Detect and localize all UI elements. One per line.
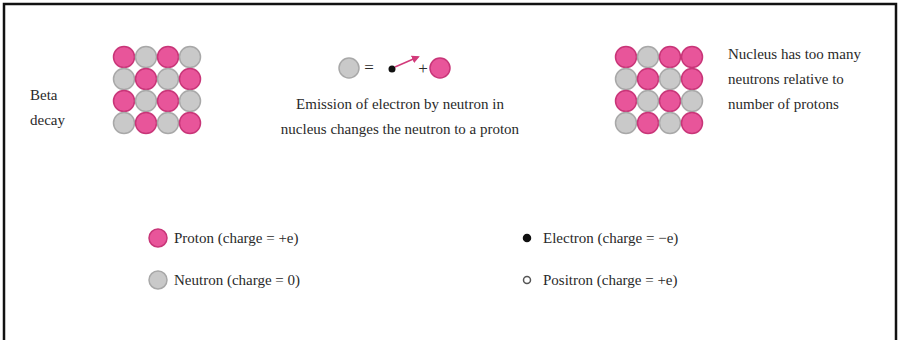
proton — [660, 47, 681, 68]
neutron — [339, 58, 359, 78]
neutron — [158, 69, 179, 90]
proton — [430, 58, 450, 78]
electron — [389, 66, 396, 73]
neutron — [114, 69, 135, 90]
neutron — [616, 113, 637, 134]
neutron — [616, 69, 637, 90]
equation-symbol: + — [416, 57, 430, 81]
proton — [136, 69, 157, 90]
proton — [660, 91, 681, 112]
neutron — [180, 47, 201, 68]
neutron — [158, 113, 179, 134]
proton — [158, 47, 179, 68]
legend-sample — [524, 277, 531, 284]
legend-swatch — [524, 235, 531, 242]
neutron — [114, 113, 135, 134]
description-text: Beta decay — [30, 83, 90, 133]
proton — [682, 47, 703, 68]
proton — [114, 47, 135, 68]
proton — [158, 91, 179, 112]
emission-arrow — [395, 57, 418, 67]
description-text: Nucleus has too many neutrons relative t… — [728, 42, 868, 117]
neutron — [638, 47, 659, 68]
proton — [682, 69, 703, 90]
proton — [638, 69, 659, 90]
neutron — [180, 91, 201, 112]
equation-symbol: = — [361, 56, 377, 80]
frame — [4, 4, 896, 340]
legend-text: Positron (charge = +e) — [543, 268, 678, 293]
legend-swatch — [149, 229, 167, 247]
proton — [616, 47, 637, 68]
proton — [616, 91, 637, 112]
proton — [180, 113, 201, 134]
proton — [180, 69, 201, 90]
neutron — [638, 91, 659, 112]
proton — [114, 91, 135, 112]
neutron — [136, 47, 157, 68]
neutron — [136, 91, 157, 112]
neutron — [660, 113, 681, 134]
proton — [136, 113, 157, 134]
legend-swatch — [149, 271, 167, 289]
description-text: Emission of electron by neutron in nucle… — [278, 92, 522, 142]
nuclei — [114, 47, 703, 134]
legend-text: Proton (charge = +e) — [174, 226, 299, 251]
legend-text: Electron (charge = −e) — [543, 226, 678, 251]
neutron — [660, 69, 681, 90]
proton — [638, 113, 659, 134]
neutron — [682, 91, 703, 112]
legend-text: Neutron (charge = 0) — [174, 268, 300, 293]
proton — [682, 113, 703, 134]
